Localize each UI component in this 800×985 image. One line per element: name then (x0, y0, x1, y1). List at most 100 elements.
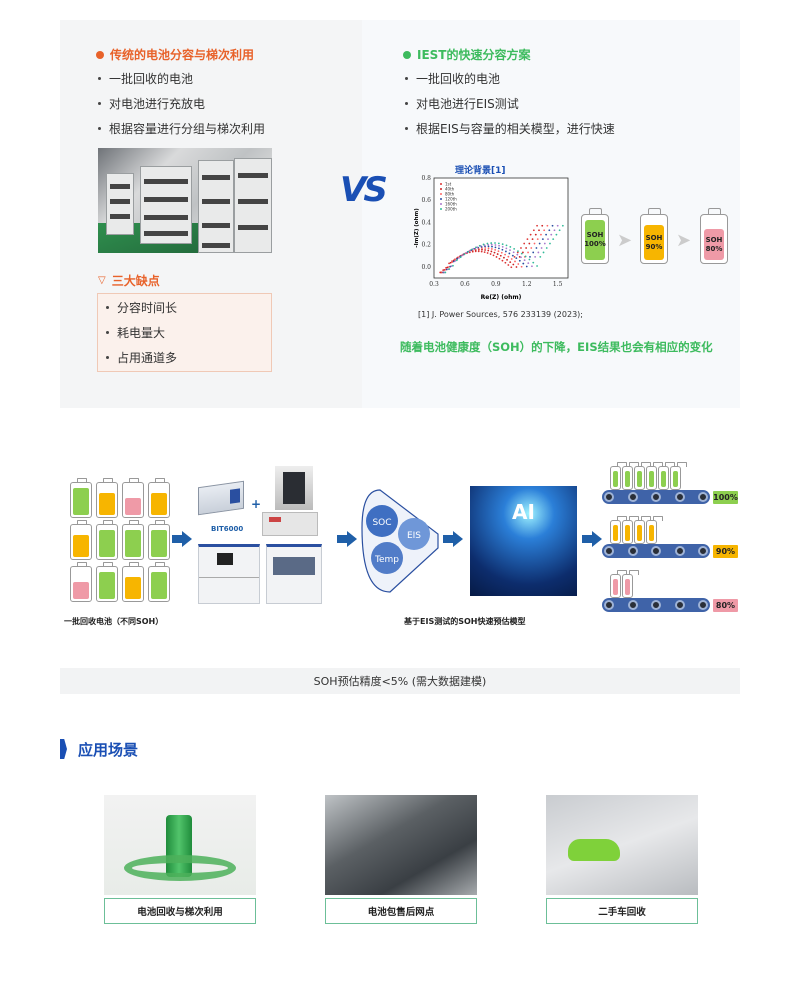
data-point (536, 238, 539, 241)
data-point (510, 258, 513, 260)
vs-logo: VS (340, 170, 388, 210)
data-point (543, 242, 546, 245)
data-point (516, 253, 519, 256)
data-point (455, 259, 458, 262)
data-point (535, 247, 538, 249)
data-point (496, 253, 499, 255)
data-point (504, 253, 506, 256)
data-point (534, 255, 537, 258)
battery-icon (622, 570, 639, 598)
soh-label: SOH 80% (704, 229, 724, 260)
battery-icon (646, 462, 663, 490)
data-point (509, 261, 512, 264)
data-point (504, 250, 507, 253)
data-point (532, 261, 535, 264)
data-point (520, 252, 523, 255)
test-fixture-table (262, 512, 318, 536)
data-point (507, 264, 510, 266)
data-point (525, 247, 528, 249)
battery-icon (148, 562, 170, 602)
data-point (503, 256, 505, 259)
data-point (549, 242, 551, 245)
data-point (490, 248, 493, 250)
card-label: 电池回收与梯次利用 (104, 898, 256, 924)
application-card-aftersales[interactable]: 电池包售后网点 (325, 795, 477, 924)
data-point (475, 246, 477, 249)
device-label: BIT6000 (211, 525, 244, 533)
data-point (468, 249, 471, 252)
data-point (494, 246, 497, 249)
data-point (514, 260, 516, 263)
battery-icon (148, 478, 170, 518)
data-point (449, 261, 452, 264)
model-caption: 基于EIS测试的SOH快速预估模型 (404, 617, 526, 626)
data-point (501, 248, 504, 251)
battery-pack-image (325, 795, 477, 895)
list-item: 一批回收的电池 (405, 66, 615, 91)
battery-icon (70, 520, 92, 560)
data-point (532, 229, 535, 232)
data-point (465, 251, 468, 254)
data-point (513, 255, 516, 258)
iest-list: 一批回收的电池 对电池进行EIS测试 根据EIS与容量的相关模型，进行快速 (405, 66, 615, 141)
data-point (504, 261, 507, 264)
application-card-used-car[interactable]: 二手车回收 (546, 795, 698, 924)
iest-title-text: IEST的快速分容方案 (417, 48, 531, 62)
list-item: 对电池进行充放电 (98, 91, 265, 116)
data-point (520, 247, 522, 249)
bullet-dot-icon (96, 50, 104, 59)
conveyor-belt (602, 544, 710, 558)
data-point (494, 244, 497, 246)
data-point (541, 224, 544, 227)
data-point (494, 249, 497, 251)
battery-icon (122, 520, 144, 560)
data-point (527, 251, 529, 254)
legend-entry: 160th (445, 202, 457, 207)
battery-soh-100: SOH 100% (581, 208, 609, 264)
data-point (526, 238, 529, 241)
list-item: 占用通道多 (106, 345, 271, 370)
data-point (497, 242, 500, 245)
data-point (553, 229, 556, 232)
legend-marker (440, 183, 442, 185)
battery-icon (634, 462, 651, 490)
chart-title: 理论背景[1] (455, 166, 506, 176)
used-car-image (546, 795, 698, 895)
data-point (498, 247, 500, 250)
battery-icon (70, 562, 92, 602)
data-point (518, 259, 521, 262)
data-point (483, 251, 486, 254)
data-point (540, 247, 543, 249)
data-point (499, 254, 502, 257)
data-point (449, 265, 452, 268)
data-point (546, 224, 549, 227)
data-point (537, 251, 540, 254)
battery-icon (610, 462, 627, 490)
list-item: 对电池进行EIS测试 (405, 91, 615, 116)
data-point (515, 266, 518, 268)
recycled-batteries-grid (60, 460, 170, 610)
data-point (545, 233, 547, 236)
data-point (494, 242, 496, 244)
data-point (445, 266, 448, 269)
data-point (533, 242, 536, 245)
data-point (452, 264, 454, 267)
data-point (448, 268, 451, 270)
battery-icon (670, 462, 687, 490)
data-point (512, 263, 515, 266)
data-point (540, 233, 542, 236)
legend-marker (440, 198, 442, 200)
citation: [1] J. Power Sources, 576 233139 (2023); (418, 310, 583, 319)
battery-icon (622, 462, 639, 490)
thumbs-down-icon: ▽ (98, 275, 106, 286)
card-label: 电池包售后网点 (325, 898, 477, 924)
application-card-recycling[interactable]: 电池回收与梯次利用 (104, 795, 256, 924)
data-point (452, 260, 455, 263)
data-point (517, 263, 520, 265)
section-title: 应用场景 (78, 741, 139, 759)
data-point (481, 248, 483, 251)
y-tick-label: 0.6 (421, 197, 431, 204)
arrow-right-icon: ➤ (676, 230, 692, 251)
soh-label: SOH 90% (644, 225, 664, 260)
data-point (529, 233, 532, 236)
